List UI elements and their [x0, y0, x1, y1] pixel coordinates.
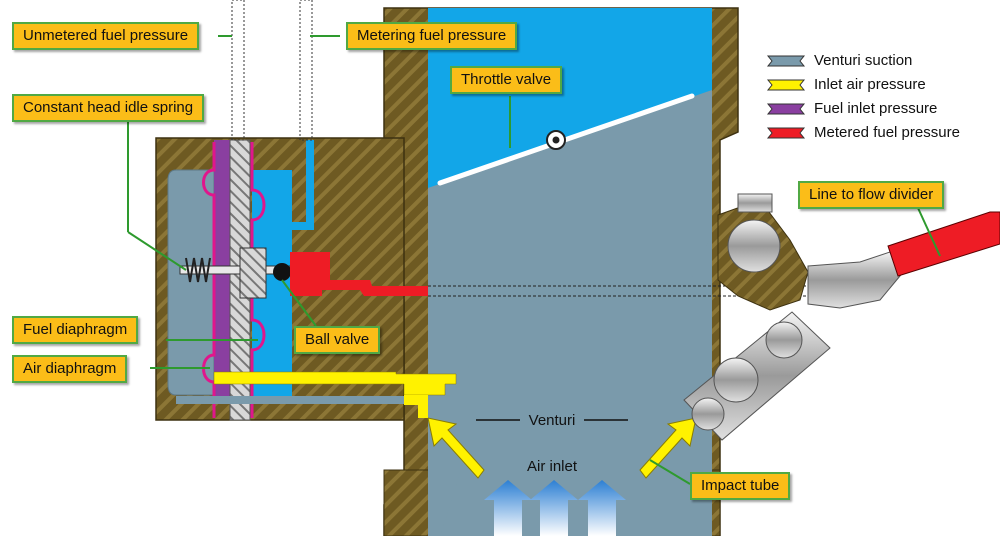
throttle-valve-plate: [437, 93, 695, 186]
block-bolt-3: [691, 397, 725, 431]
air-inlet-arrows: [484, 480, 626, 536]
metering-fuel-passage: [292, 140, 314, 230]
ball-valve: [273, 263, 291, 281]
callout-constant-head-idle-spring: Constant head idle spring: [12, 94, 205, 122]
fitting-nut: [727, 219, 781, 273]
left-air-tube: [404, 395, 428, 418]
regulator-air-chamber: [167, 169, 215, 396]
block-bolt-2: [765, 321, 803, 359]
legend-inlet-air-pressure: Inlet air pressure: [814, 76, 926, 93]
callout-unmetered-fuel-pressure: Unmetered fuel pressure: [12, 22, 200, 50]
callout-ball-valve: Ball valve: [294, 326, 381, 354]
callout-throttle-valve: Throttle valve: [450, 66, 563, 94]
metering-line-dots: [299, 0, 313, 141]
throttle-shaft-center: [552, 136, 560, 144]
legend-swatches: [766, 55, 806, 139]
venturi-suction-line: [176, 395, 700, 404]
legend-venturi-suction: Venturi suction: [814, 52, 913, 69]
legend-fuel-inlet-pressure: Fuel inlet pressure: [814, 100, 938, 117]
venturi-throat: [428, 95, 712, 536]
flow-divider-line: [887, 211, 1000, 277]
hex-fitting: [737, 193, 773, 213]
elbow-fitting: [807, 251, 906, 309]
left-impact-arrow: [427, 417, 485, 479]
callout-line-to-flow-divider: Line to flow divider: [798, 181, 945, 209]
metered-fuel-passage: [290, 252, 428, 296]
block-bolt-1: [713, 357, 759, 403]
callout-air-diaphragm: Air diaphragm: [12, 355, 128, 383]
venturi-label: Venturi: [529, 412, 576, 429]
unmetered-line-dots: [231, 0, 245, 141]
legend-metered-fuel-pressure: Metered fuel pressure: [814, 124, 960, 141]
air-inlet-label: Air inlet: [527, 458, 578, 475]
inlet-air-path: [213, 371, 457, 396]
air-diaphragm: [202, 142, 216, 418]
callout-metering-fuel-pressure: Metering fuel pressure: [346, 22, 518, 50]
leader-lines: [127, 35, 941, 485]
callout-impact-tube: Impact tube: [690, 472, 791, 500]
callout-fuel-diaphragm: Fuel diaphragm: [12, 316, 139, 344]
constant-head-idle-spring: [185, 257, 211, 283]
ball-valve-seat: [239, 247, 267, 299]
